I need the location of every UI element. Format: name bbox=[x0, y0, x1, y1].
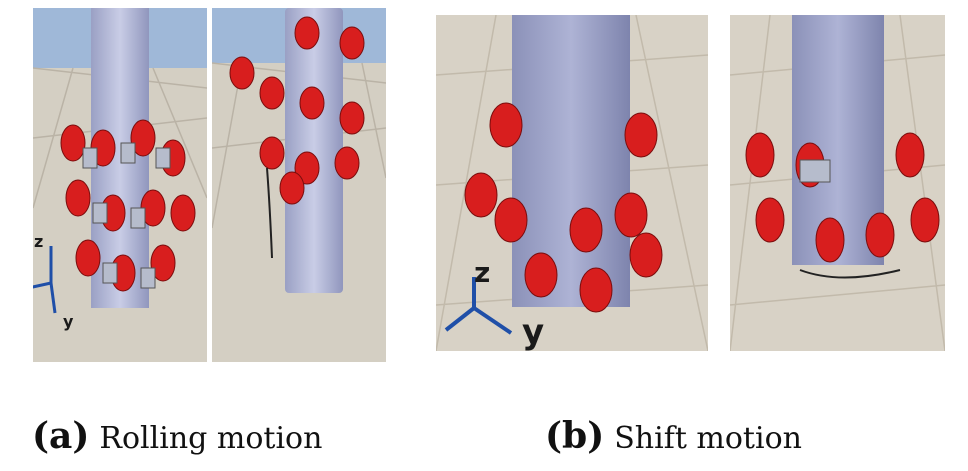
axis-y-label: y bbox=[522, 312, 545, 351]
panel-a-left: z x y bbox=[33, 8, 207, 362]
snake-robot bbox=[229, 16, 365, 205]
snake-robot bbox=[464, 102, 663, 313]
axis-z-label: z bbox=[474, 256, 491, 289]
pole bbox=[285, 8, 343, 293]
panel-b-left: z x y bbox=[436, 15, 708, 351]
axis-z-label: z bbox=[34, 232, 44, 251]
caption-a-label: (a) bbox=[32, 415, 90, 457]
caption-b-text: Shift motion bbox=[614, 421, 802, 456]
caption-a-text: Rolling motion bbox=[99, 421, 323, 456]
axis-triad bbox=[444, 277, 513, 335]
axis-triad bbox=[33, 246, 57, 314]
snake-robot bbox=[60, 119, 196, 292]
caption-b-label: (b) bbox=[545, 415, 605, 457]
panel-b-right bbox=[730, 15, 945, 351]
caption-b: (b) Shift motion bbox=[545, 418, 802, 454]
caption-a: (a) Rolling motion bbox=[32, 418, 322, 454]
panel-a-right bbox=[212, 8, 386, 362]
axis-y-label: y bbox=[63, 312, 74, 331]
